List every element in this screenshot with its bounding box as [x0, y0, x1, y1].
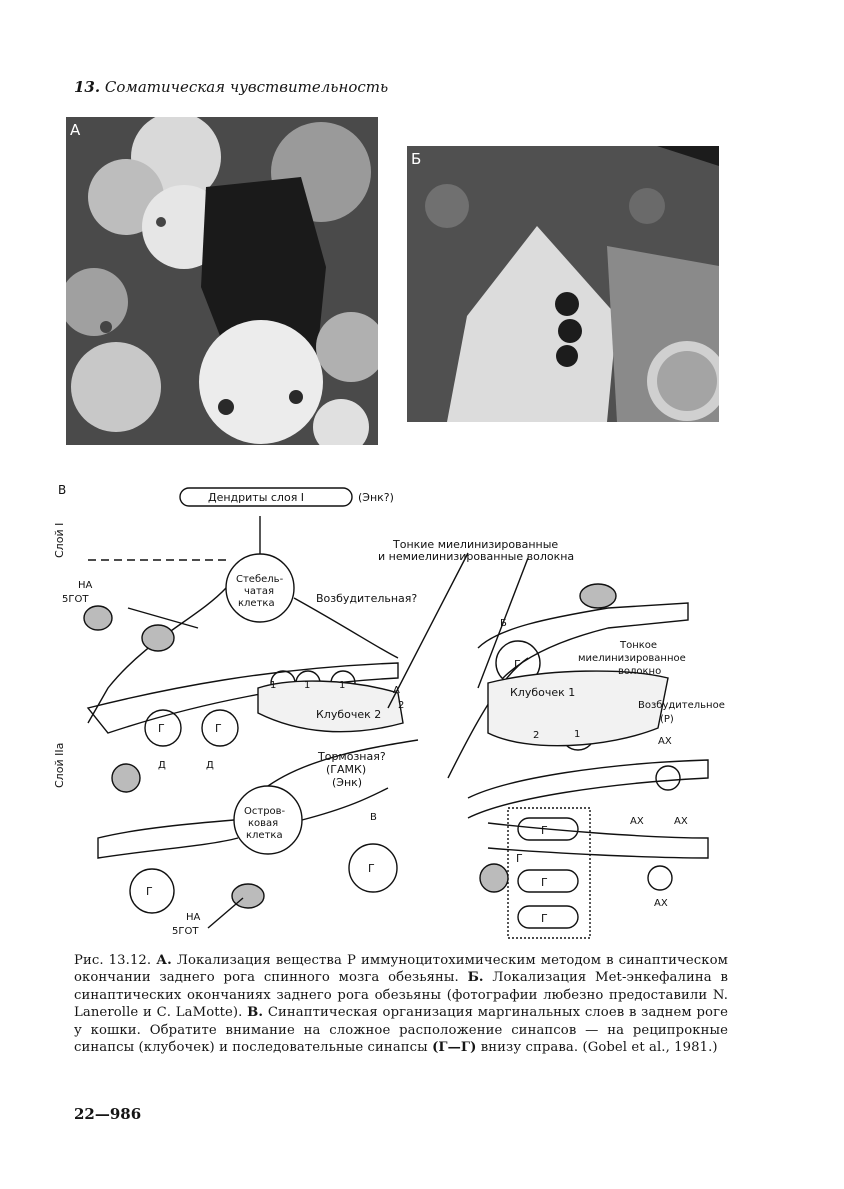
islet-2: ковая: [248, 818, 278, 829]
dendrites-label: Дендриты слоя I: [208, 491, 304, 504]
inhibitory-3: (Энк): [332, 776, 362, 789]
caption-a-label: А.: [156, 953, 172, 968]
g-box-3: Г: [541, 876, 548, 889]
a-label: А: [393, 685, 400, 696]
thin-myelin-1: Тонкое: [619, 640, 657, 651]
num-1-b: 1: [304, 680, 310, 691]
layer1-label: Слой I: [53, 523, 66, 558]
islet-1: Остров-: [244, 806, 286, 817]
glom2-label: Клубочек 2: [316, 708, 381, 721]
g-box-1: Г: [541, 824, 548, 837]
synapse-diagram: В Дендриты слоя I (Энк?) Слой I Слой IIa…: [48, 478, 748, 948]
excitatory-p: Возбудительное: [638, 700, 725, 711]
ax-label-4: АХ: [654, 898, 668, 909]
thin-myelin-3: волокно: [618, 666, 661, 677]
g-label-v: Г: [368, 862, 375, 875]
islet-3: клетка: [246, 830, 283, 841]
g-label-bottom: Г: [146, 885, 153, 898]
num-1-a: 1: [270, 680, 276, 691]
chapter-title: Соматическая чувствительность: [105, 78, 388, 96]
inhibitory-1: Тормозная?: [317, 750, 386, 763]
caption-b-label: Б.: [468, 970, 484, 985]
na-label-top: НА: [78, 580, 93, 591]
g-label-b: Г: [514, 658, 521, 671]
caption-end: внизу справа. (Gobel et al., 1981.): [481, 1040, 718, 1055]
figure-caption: Рис. 13.12. А. Локализация вещества Р им…: [74, 952, 728, 1056]
got-label-top: 5ГОТ: [62, 594, 89, 605]
ax-label-3: АХ: [674, 816, 688, 827]
running-header: 13. Соматическая чувствительность: [74, 78, 388, 96]
g-box-2: Г: [516, 852, 523, 865]
g-label-d2: Г: [215, 722, 222, 735]
thin-myelin-2: миелинизированное: [578, 653, 686, 664]
ax-label-1: АХ: [658, 736, 672, 747]
g-box-4: Г: [541, 912, 548, 925]
v-terminal-label: В: [370, 812, 377, 823]
b-label: Б: [500, 618, 507, 629]
micrograph-b-image: [407, 146, 719, 422]
glom1-label: Клубочек 1: [510, 686, 575, 699]
g-label-d1: Г: [158, 722, 165, 735]
panel-v-label: В: [58, 483, 66, 497]
d-label-2: Д: [206, 760, 214, 771]
enk-q-label: (Энк?): [358, 491, 394, 504]
caption-gg: (Г—Г): [432, 1040, 476, 1055]
caption-v-label: В.: [247, 1005, 263, 1020]
stalk-cell-1: Стебель-: [236, 574, 284, 585]
micrograph-b-label: Б: [411, 150, 421, 168]
num-2-a: 2: [398, 700, 404, 711]
page-signature: 22—986: [74, 1105, 141, 1123]
inhibitory-2: (ГАМК): [326, 763, 366, 776]
got-label-bottom: 5ГОТ: [172, 926, 199, 937]
num-2-b: 2: [533, 730, 539, 741]
micrograph-a-label: А: [70, 121, 80, 139]
excitatory-q: Возбудительная?: [316, 592, 417, 605]
caption-fig-number: Рис. 13.12.: [74, 953, 151, 968]
na-label-bottom: НА: [186, 912, 201, 923]
p-label: (Р): [660, 714, 674, 725]
ax-label-2: АХ: [630, 816, 644, 827]
thin-fibers-2: и немиелинизированные волокна: [378, 550, 574, 563]
micrograph-b: Б: [407, 146, 719, 422]
micrograph-a-image: [66, 117, 378, 445]
micrograph-a: А: [66, 117, 378, 445]
stalk-cell-2: чатая: [244, 586, 274, 597]
num-1-d: 1: [574, 729, 580, 740]
stalk-cell-3: клетка: [238, 598, 275, 609]
chapter-number: 13.: [74, 78, 100, 96]
d-label-1: Д: [158, 760, 166, 771]
num-1-c: 1: [339, 680, 345, 691]
layer2a-label: Слой IIa: [53, 743, 66, 788]
